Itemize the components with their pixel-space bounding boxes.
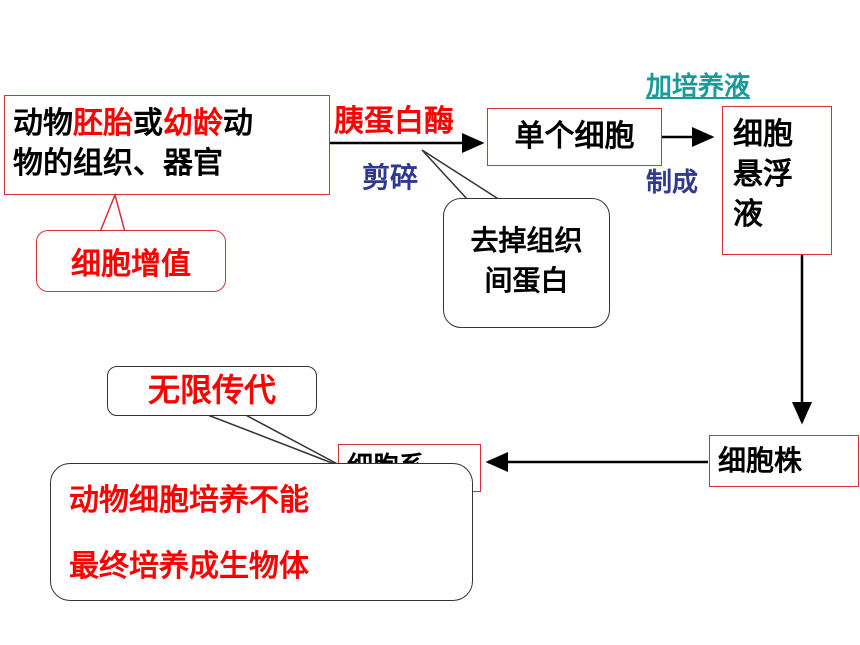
callout-remove-protein-line2: 间蛋白	[484, 264, 569, 297]
medium-label: 加培养液	[646, 72, 751, 102]
source-word-embryo: 胚胎	[73, 106, 133, 141]
callout-remove-protein: 去掉组织 间蛋白	[443, 198, 610, 328]
suspension-line1: 细胞	[733, 117, 793, 152]
callout-remove-protein-line1: 去掉组织	[470, 224, 583, 257]
conclusion-line2: 最终培养成生物体	[69, 549, 309, 584]
enzyme-label: 胰蛋白酶	[334, 104, 454, 139]
callout-infinite-passage: 无限传代	[107, 366, 317, 416]
source-tissue-box: 动物胚胎或幼龄动 物的组织、器官	[4, 95, 330, 195]
callout-conclusion: 动物细胞培养不能 最终培养成生物体	[50, 463, 473, 601]
mince-label: 剪碎	[362, 161, 419, 194]
suspension-line3: 液	[733, 197, 763, 232]
source-word-or: 或	[133, 106, 163, 141]
cell-strain-box: 细胞株	[709, 435, 859, 487]
source-line2: 物的组织、器官	[13, 146, 223, 181]
source-word-animal2: 动	[223, 106, 253, 141]
source-word-animal: 动物	[13, 106, 73, 141]
make-label: 制成	[646, 168, 699, 198]
conclusion-line1: 动物细胞培养不能	[69, 483, 309, 518]
callout-proliferation: 细胞增值	[36, 230, 226, 292]
cell-suspension-box: 细胞 悬浮 液	[722, 106, 832, 255]
source-word-young: 幼龄	[163, 106, 223, 141]
suspension-line2: 悬浮	[733, 157, 793, 192]
single-cell-box: 单个细胞	[487, 108, 662, 166]
